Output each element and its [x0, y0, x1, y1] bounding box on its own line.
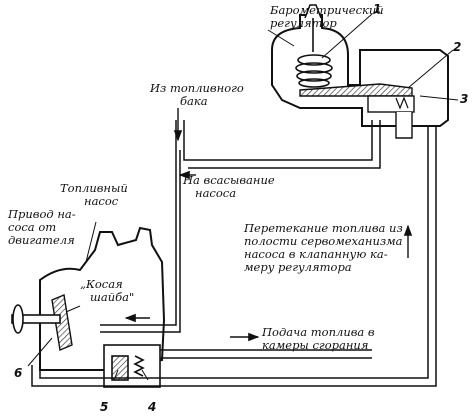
label-line: coca от [8, 220, 57, 234]
label-line: регулятор [270, 16, 337, 30]
label-line: меру регулятора [244, 260, 352, 274]
label-line: На всасывание [183, 173, 275, 187]
callout-4: 4 [148, 400, 157, 414]
label-fuel-supply: Подача топлива в камеры сгорания [262, 326, 375, 352]
callout-2: 2 [453, 40, 462, 54]
label-line: полости сервомеханизма [244, 234, 403, 248]
drive-shaft [11, 304, 61, 334]
flow-arrows [124, 108, 413, 342]
label-line: „Косая [80, 277, 123, 291]
swash-plate [51, 294, 73, 351]
label-line: насоса [195, 186, 237, 200]
label-fuel-pump: Топливный насос [60, 182, 128, 208]
label-line: Перетекание топлива из [244, 221, 403, 235]
label-line: двигателя [8, 233, 75, 247]
label-line: насоса в клапанную ка- [244, 247, 388, 261]
label-line: Топливный [60, 181, 128, 195]
label-line: Подача топлива в [262, 325, 375, 339]
label-engine-drive: Привод на- coca от двигателя [8, 208, 76, 247]
label-pump-suction: На всасывание насоса [183, 174, 275, 200]
label-swash-plate: „Косая шайба" [80, 278, 134, 304]
label-barometric-regulator: Барометрический регулятор [270, 4, 384, 30]
label-line: шайба" [90, 290, 135, 304]
callout-6: 6 [14, 366, 23, 380]
label-line: камеры сгорания [262, 338, 369, 352]
label-line: Барометрический [270, 3, 384, 17]
callout-leaders [27, 13, 459, 381]
label-line: насос [84, 194, 119, 208]
fuel-pipes [31, 120, 437, 387]
callout-1: 1 [373, 2, 382, 16]
bellows-aneroid [295, 18, 333, 88]
label-line: Из топливного [150, 81, 244, 95]
label-fuel-tank: Из топливного бака [150, 82, 244, 108]
label-line: Привод на- [8, 207, 76, 221]
pump-valve-block [103, 344, 161, 388]
label-line: бака [180, 94, 208, 108]
callout-5: 5 [100, 400, 109, 414]
callout-3: 3 [460, 92, 469, 106]
regulator-valve-plate [299, 83, 415, 139]
label-fuel-overflow: Перетекание топлива из полости сервомеха… [244, 222, 403, 274]
